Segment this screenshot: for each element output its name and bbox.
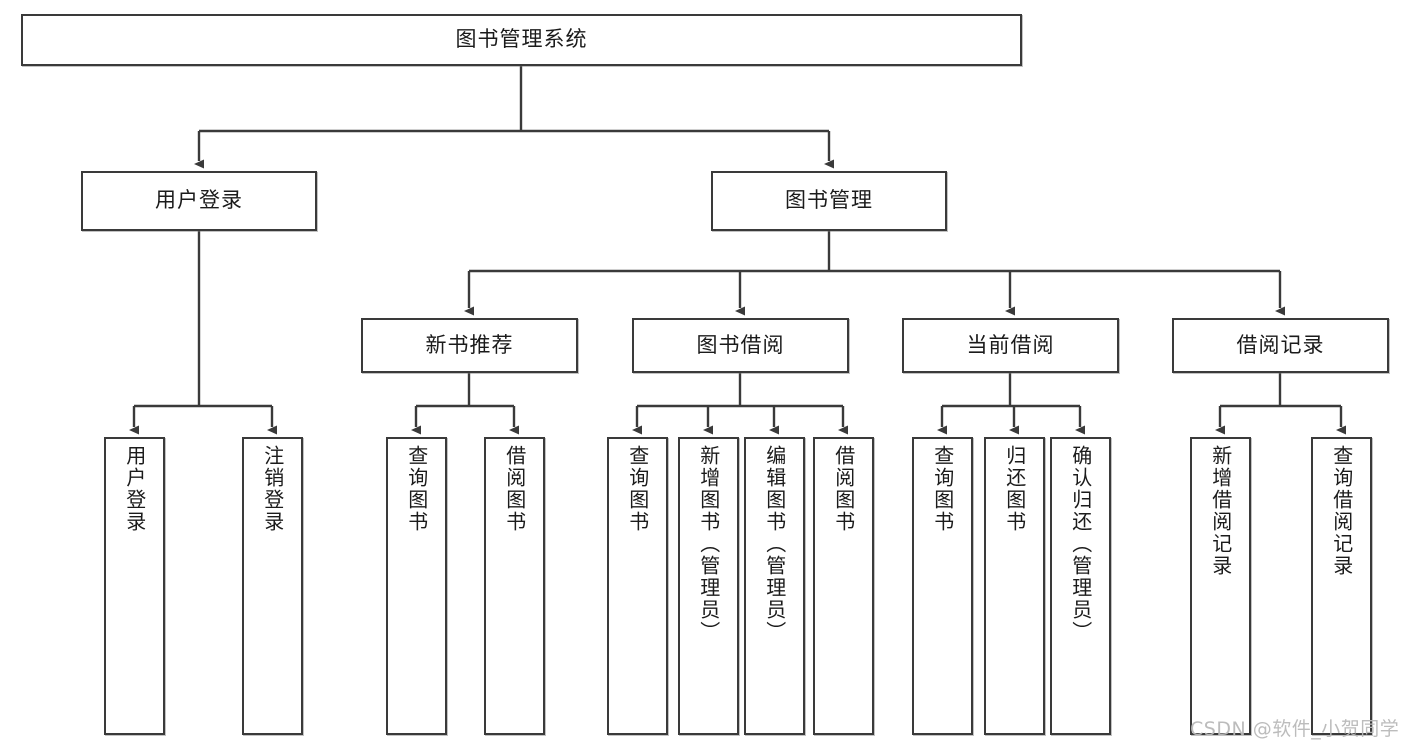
leaf-edit-book-admin-label: 编辑图书（管理员） — [762, 445, 787, 643]
leaf-query-borrow-record[interactable]: 查询借阅记录 — [1311, 437, 1372, 735]
leaf-add-borrow-record-label: 新增借阅记录 — [1208, 445, 1233, 577]
leaf-query-book-newbook-label: 查询图书 — [404, 445, 429, 533]
leaf-borrow-book-newbook[interactable]: 借阅图书 — [484, 437, 545, 735]
node-current-borrow-label: 当前借阅 — [966, 332, 1055, 357]
leaf-borrow-book-newbook-label: 借阅图书 — [502, 445, 527, 533]
leaf-query-book-newbook[interactable]: 查询图书 — [386, 437, 447, 735]
leaf-query-book-current-label: 查询图书 — [930, 445, 955, 533]
node-book-borrow[interactable]: 图书借阅 — [632, 318, 849, 373]
leaf-query-borrow-record-label: 查询借阅记录 — [1329, 445, 1354, 577]
leaf-logout[interactable]: 注销登录 — [242, 437, 303, 735]
csdn-watermark: CSDN @软件_小贺同学 — [1190, 718, 1400, 740]
leaf-query-book-current[interactable]: 查询图书 — [912, 437, 973, 735]
leaf-return-book[interactable]: 归还图书 — [984, 437, 1045, 735]
leaf-edit-book-admin[interactable]: 编辑图书（管理员） — [744, 437, 805, 735]
leaf-add-borrow-record[interactable]: 新增借阅记录 — [1190, 437, 1251, 735]
node-new-book-recommend-label: 新书推荐 — [425, 332, 514, 357]
node-user-login-label: 用户登录 — [155, 188, 243, 213]
node-book-borrow-label: 图书借阅 — [696, 332, 785, 357]
node-borrow-records-label: 借阅记录 — [1236, 332, 1325, 357]
leaf-add-book-admin[interactable]: 新增图书（管理员） — [678, 437, 739, 735]
node-new-book-recommend[interactable]: 新书推荐 — [361, 318, 578, 373]
leaf-query-book-borrow[interactable]: 查询图书 — [607, 437, 668, 735]
node-root-label: 图书管理系统 — [455, 27, 588, 52]
leaf-user-login-label: 用户登录 — [122, 445, 147, 533]
leaf-add-book-admin-label: 新增图书（管理员） — [696, 445, 721, 643]
leaf-query-book-borrow-label: 查询图书 — [625, 445, 650, 533]
leaf-return-book-label: 归还图书 — [1002, 445, 1027, 533]
node-book-management-label: 图书管理 — [785, 188, 873, 213]
leaf-confirm-return-admin[interactable]: 确认归还（管理员） — [1050, 437, 1111, 735]
leaf-borrow-book[interactable]: 借阅图书 — [813, 437, 874, 735]
node-borrow-records[interactable]: 借阅记录 — [1172, 318, 1389, 373]
leaf-confirm-return-admin-label: 确认归还（管理员） — [1068, 445, 1093, 643]
leaf-user-login[interactable]: 用户登录 — [104, 437, 165, 735]
node-book-management[interactable]: 图书管理 — [711, 171, 947, 231]
leaf-borrow-book-label: 借阅图书 — [831, 445, 856, 533]
node-current-borrow[interactable]: 当前借阅 — [902, 318, 1119, 373]
node-root[interactable]: 图书管理系统 — [21, 14, 1022, 66]
leaf-logout-label: 注销登录 — [260, 445, 285, 533]
node-user-login[interactable]: 用户登录 — [81, 171, 317, 231]
